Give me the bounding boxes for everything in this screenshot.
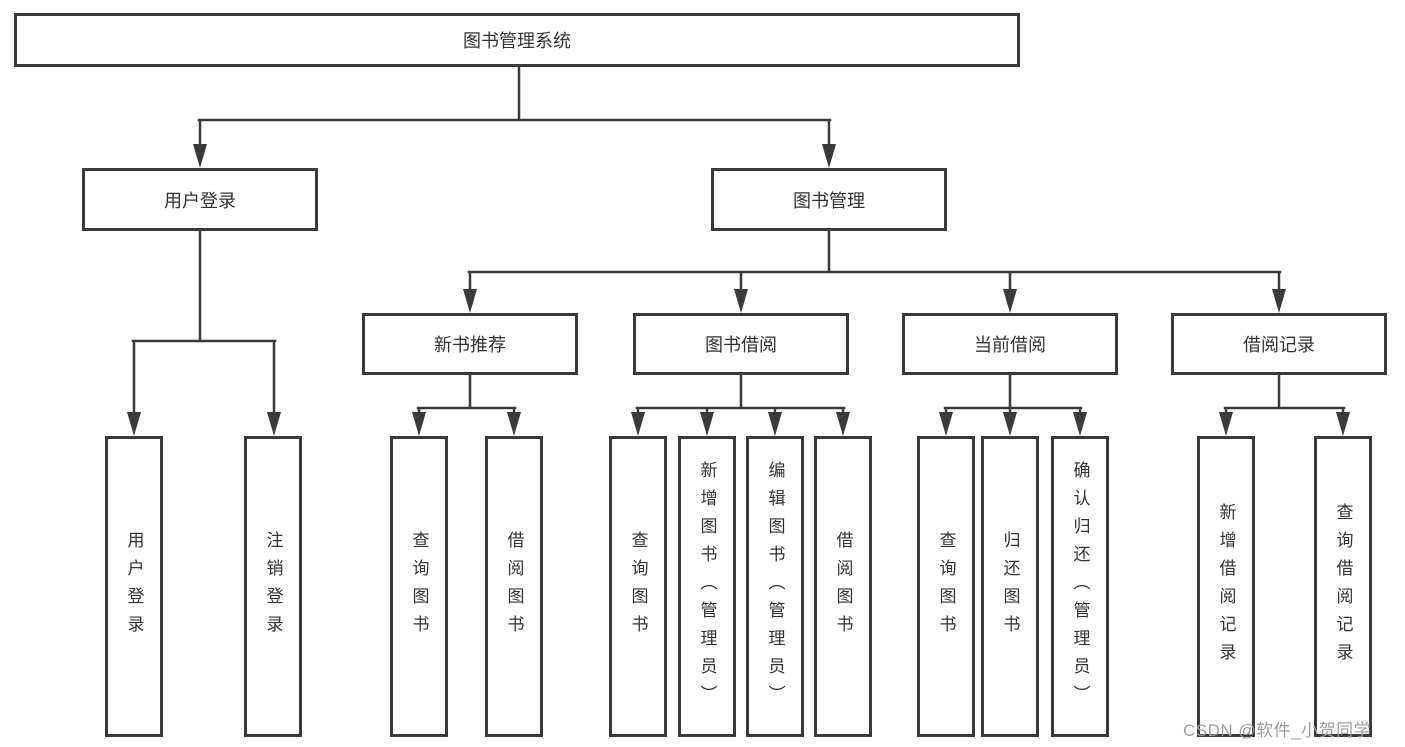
node-label: 注销登录 [263, 530, 283, 643]
node-label: 借阅图书 [504, 530, 524, 643]
node-book-management: 图书管理 [711, 168, 947, 231]
node-user-login: 用户登录 [82, 168, 318, 231]
leaf-logout: 注销登录 [244, 436, 302, 737]
leaf-query-borrow-record: 查询借阅记录 [1314, 436, 1372, 737]
node-label: 新书推荐 [434, 335, 506, 355]
node-label: 编辑图书（管理员） [765, 460, 785, 713]
node-label: 新增图书（管理员） [697, 460, 717, 713]
csdn-watermark: CSDN @软件_小贺同学 [1183, 721, 1372, 740]
node-new-book-recommend: 新书推荐 [362, 313, 578, 375]
node-label: 用户登录 [164, 190, 236, 211]
node-label: 图书管理系统 [463, 31, 571, 51]
leaf-borrow-books-recommend: 借阅图书 [485, 436, 543, 737]
node-label: 当前借阅 [974, 335, 1046, 355]
node-label: 查询图书 [628, 530, 648, 643]
node-label: 借阅记录 [1243, 335, 1315, 355]
node-current-borrow: 当前借阅 [902, 313, 1118, 375]
leaf-return-book: 归还图书 [981, 436, 1039, 737]
node-borrow-records: 借阅记录 [1171, 313, 1387, 375]
leaf-add-book-admin: 新增图书（管理员） [678, 436, 736, 737]
node-label: 用户登录 [124, 530, 144, 643]
leaf-query-books-borrow: 查询图书 [609, 436, 667, 737]
leaf-edit-book-admin: 编辑图书（管理员） [746, 436, 804, 737]
node-label: 查询图书 [409, 530, 429, 643]
node-label: 确认归还（管理员） [1070, 460, 1090, 713]
node-label: 归还图书 [1000, 530, 1020, 643]
node-label: 图书管理 [793, 190, 865, 211]
leaf-user-login: 用户登录 [105, 436, 163, 737]
node-label: 图书借阅 [705, 335, 777, 355]
leaf-confirm-return-admin: 确认归还（管理员） [1051, 436, 1109, 737]
leaf-query-books-recommend: 查询图书 [390, 436, 448, 737]
node-label: 新增借阅记录 [1216, 502, 1236, 671]
node-label: 查询图书 [936, 530, 956, 643]
leaf-borrow-books-borrow: 借阅图书 [814, 436, 872, 737]
node-label: 查询借阅记录 [1333, 502, 1353, 671]
node-book-borrow: 图书借阅 [633, 313, 849, 375]
leaf-query-books-current: 查询图书 [917, 436, 975, 737]
leaf-add-borrow-record: 新增借阅记录 [1197, 436, 1255, 737]
node-root: 图书管理系统 [14, 13, 1020, 67]
node-label: 借阅图书 [833, 530, 853, 643]
